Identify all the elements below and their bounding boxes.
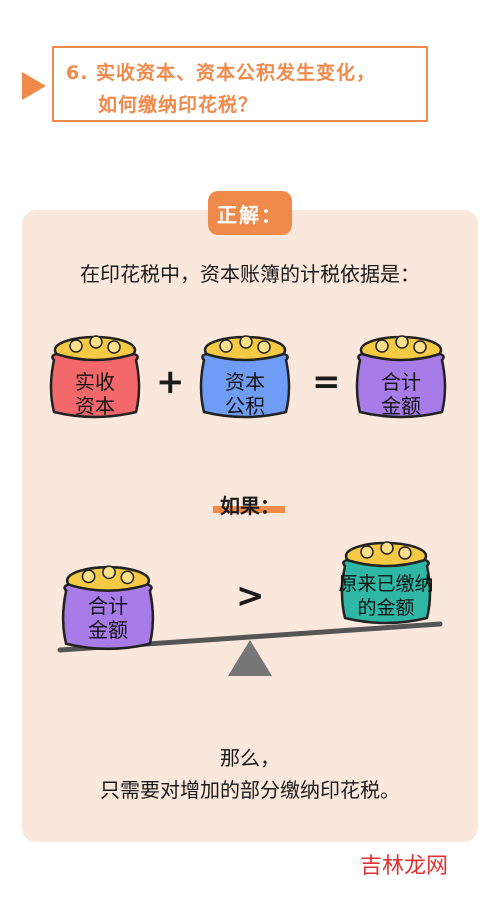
bag-total-amount-compare-icon <box>61 565 155 651</box>
conclusion-line-1: 那么， <box>220 746 280 770</box>
bag-total-amount-icon <box>355 335 447 419</box>
compare-left-label: 合计 金额 <box>88 594 128 642</box>
greater-than-sign: > <box>236 576 265 616</box>
condition-label: 如果： <box>220 494 280 518</box>
basis-text: 在印花税中，资本账簿的计税依据是： <box>80 262 420 286</box>
bag-paid-in-capital-icon <box>49 335 141 419</box>
plus-sign: + <box>156 362 185 402</box>
title-line-2: 如何缴纳印花税？ <box>98 94 259 116</box>
title-box: 6. 实收资本、资本公积发生变化， 如何缴纳印花税？ <box>52 46 428 122</box>
watermark: 吉林龙网 <box>360 854 449 879</box>
answer-badge: 正解： <box>208 191 292 235</box>
bag-paid-in-capital-label: 实收 资本 <box>75 370 115 418</box>
condition-underline <box>213 506 285 513</box>
conclusion-line-2: 只需要对增加的部分缴纳印花税。 <box>100 778 400 802</box>
title-line-1: 6. 实收资本、资本公积发生变化， <box>66 62 377 84</box>
bag-capital-reserve-icon <box>199 335 291 419</box>
bag-previously-paid-icon <box>340 541 432 625</box>
bag-capital-reserve-label: 资本 公积 <box>225 370 265 418</box>
bag-total-amount-label: 合计 金额 <box>381 370 421 418</box>
compare-right-label: 原来已缴纳 的金额 <box>338 573 434 619</box>
equals-sign: = <box>312 362 341 402</box>
answer-card <box>22 210 478 842</box>
title-arrow-icon <box>22 72 46 100</box>
